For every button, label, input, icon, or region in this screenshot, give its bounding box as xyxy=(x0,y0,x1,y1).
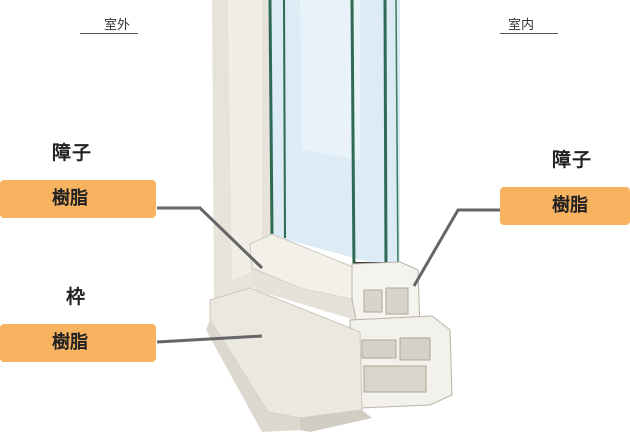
glass-highlight xyxy=(300,0,360,160)
left-sash-material-badge: 樹脂 xyxy=(0,180,156,218)
frame-heading: 枠 xyxy=(66,286,87,308)
leader-line-sash-left xyxy=(157,206,264,270)
indoor-underline xyxy=(500,33,558,34)
frame-profile xyxy=(349,315,453,409)
frame-chamber-2 xyxy=(399,337,431,361)
sash-rail-shadow xyxy=(250,268,355,320)
leader-line-sash-right xyxy=(412,208,500,287)
right-sash-heading: 障子 xyxy=(552,149,593,171)
sash-chamber-1 xyxy=(363,289,383,313)
frame-chamber-1 xyxy=(361,339,397,359)
right-sash-material-badge: 樹脂 xyxy=(500,187,630,225)
outdoor-underline xyxy=(80,33,138,34)
leader-line-frame xyxy=(156,334,263,344)
indoor-label: 室内 xyxy=(508,18,535,33)
sill-edge xyxy=(206,320,300,432)
glass-edge-5 xyxy=(395,0,399,273)
glass-edge-4 xyxy=(383,0,388,273)
glass-edge-3 xyxy=(350,0,356,271)
sill-bottom xyxy=(300,410,372,432)
frame-material-badge: 樹脂 xyxy=(0,324,156,362)
sash-chamber-2 xyxy=(385,287,409,315)
outdoor-label: 室外 xyxy=(104,18,131,33)
left-sash-heading: 障子 xyxy=(52,142,93,164)
frame-chamber-3 xyxy=(363,365,427,393)
glass-edge-1 xyxy=(268,0,274,237)
frame-vertical xyxy=(228,0,262,280)
glass-edge-2 xyxy=(283,0,286,239)
